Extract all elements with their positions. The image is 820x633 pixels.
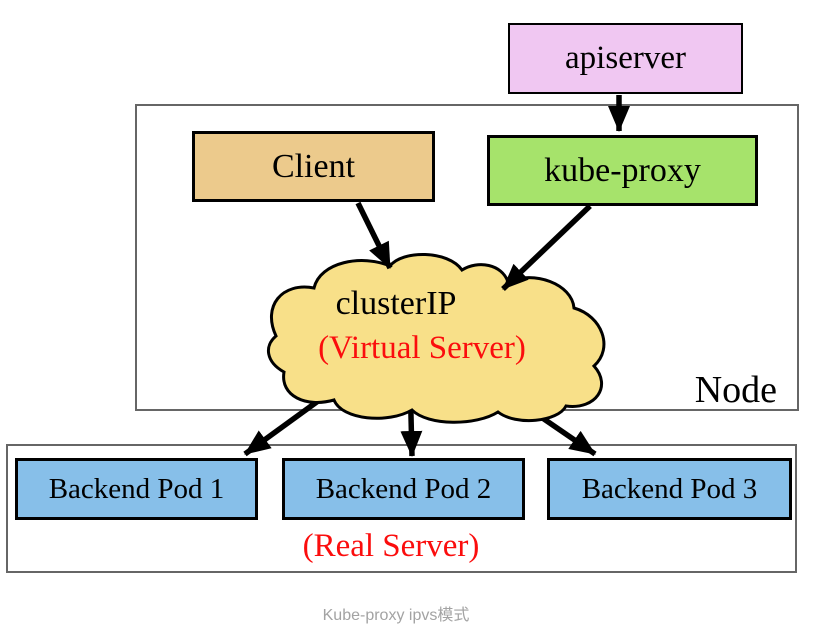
virtual-server-label: (Virtual Server): [318, 330, 526, 366]
kube-proxy-box: kube-proxy: [487, 135, 758, 206]
node-label: Node: [694, 369, 777, 411]
diagram-caption: Kube-proxy ipvs模式: [322, 607, 470, 624]
apiserver-box: apiserver: [508, 23, 743, 94]
real-server-label: (Real Server): [302, 528, 480, 564]
client-box: Client: [192, 131, 435, 202]
backend-pod-2-box: Backend Pod 2: [282, 458, 525, 520]
backend-pod-3-box: Backend Pod 3: [547, 458, 792, 520]
backend-pod-3-label: Backend Pod 3: [581, 472, 758, 505]
backend-pod-1-label: Backend Pod 1: [48, 472, 225, 505]
clusterip-label: clusterIP: [335, 285, 457, 322]
apiserver-label: apiserver: [565, 40, 686, 76]
client-label: Client: [271, 147, 356, 185]
backend-pod-1-box: Backend Pod 1: [15, 458, 258, 520]
kube-proxy-label: kube-proxy: [544, 151, 701, 189]
backend-pod-2-label: Backend Pod 2: [315, 472, 492, 505]
